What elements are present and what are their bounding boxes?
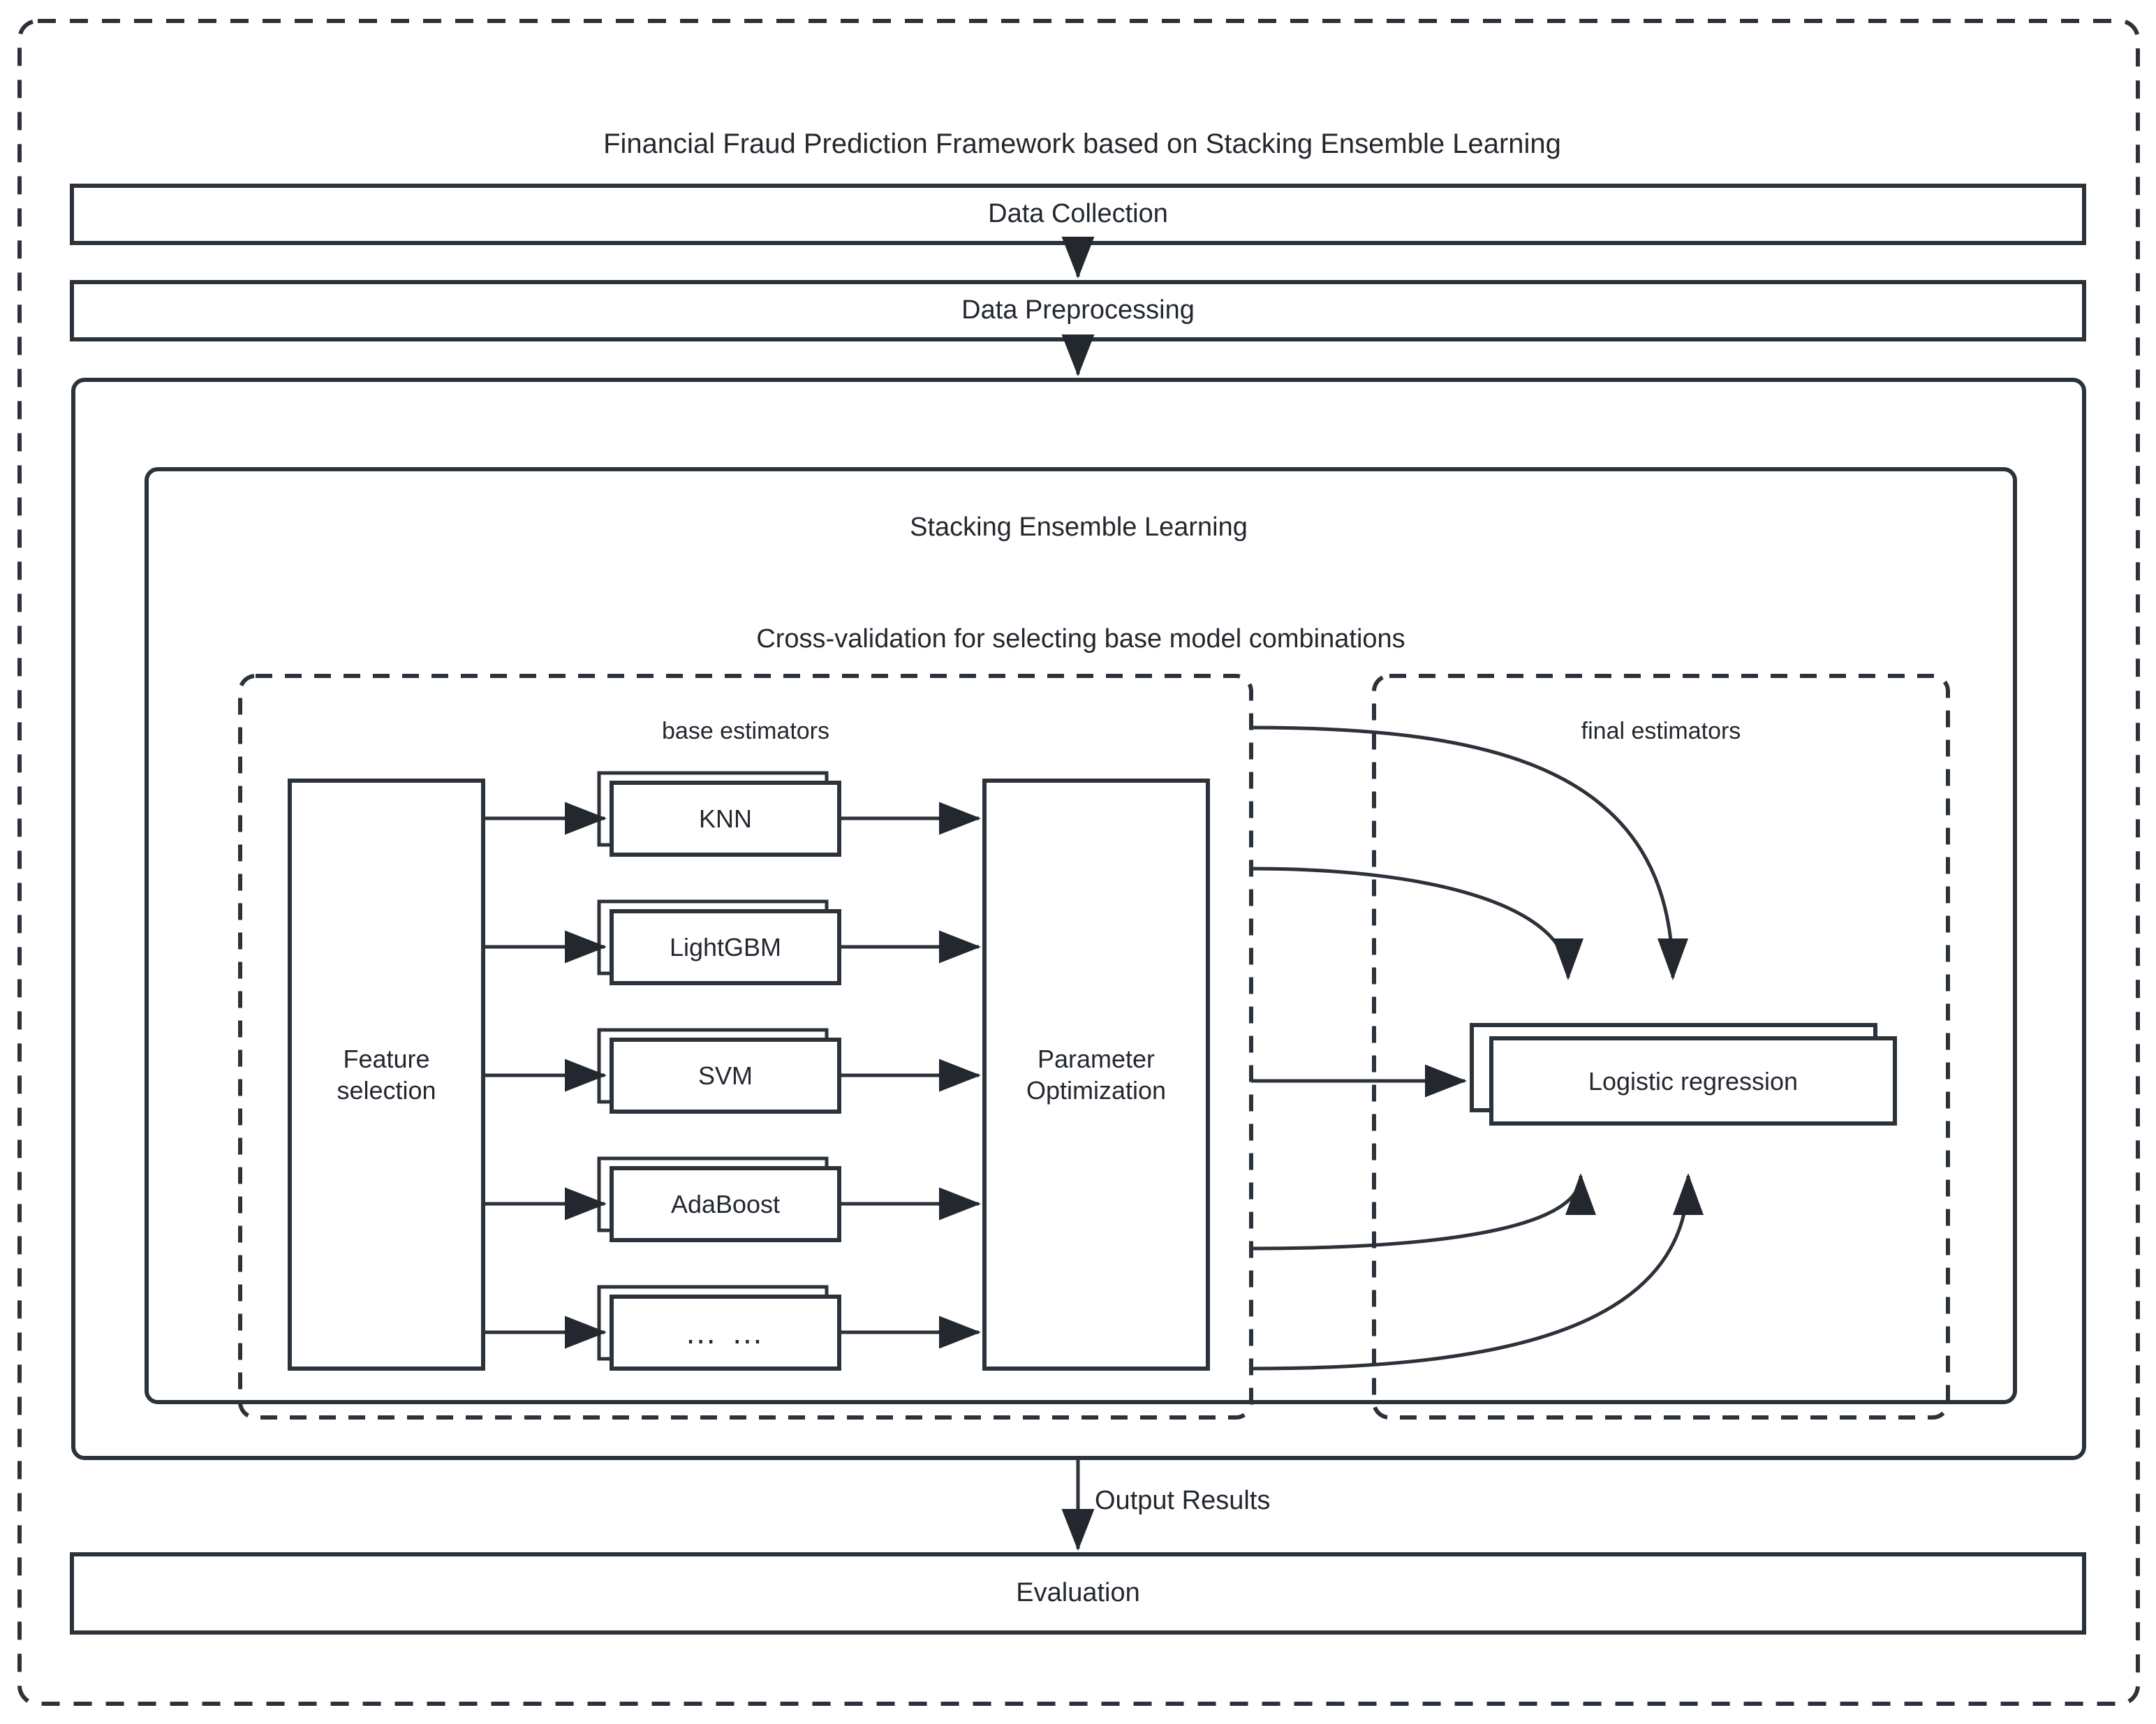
outer-frame xyxy=(17,19,2140,1706)
data-preprocessing-box xyxy=(70,280,2086,341)
curve-2-to-logistic xyxy=(1250,867,1583,980)
base-model-box-lightgbm xyxy=(610,909,841,985)
cross-validation-box xyxy=(145,467,2017,1404)
data-collection-box xyxy=(70,184,2086,245)
final-estimators-group xyxy=(1372,674,1950,1420)
feature-selection-box xyxy=(288,779,485,1371)
final-model-box-logistic-regression xyxy=(1489,1036,1897,1126)
base-estimators-group xyxy=(238,674,1253,1420)
evaluation-box xyxy=(70,1552,2086,1635)
curve-5-to-logistic xyxy=(1250,1173,1704,1371)
base-model-box-svm xyxy=(610,1038,841,1114)
base-model-box-adaboost xyxy=(610,1166,841,1242)
curve-1-to-logistic xyxy=(1250,725,1688,980)
stacking-box xyxy=(71,378,2086,1460)
base-model-box-ellipsis xyxy=(610,1295,841,1371)
base-model-box-knn xyxy=(610,781,841,857)
curve-4-to-logistic xyxy=(1250,1173,1596,1251)
parameter-optimization-box xyxy=(982,779,1210,1371)
